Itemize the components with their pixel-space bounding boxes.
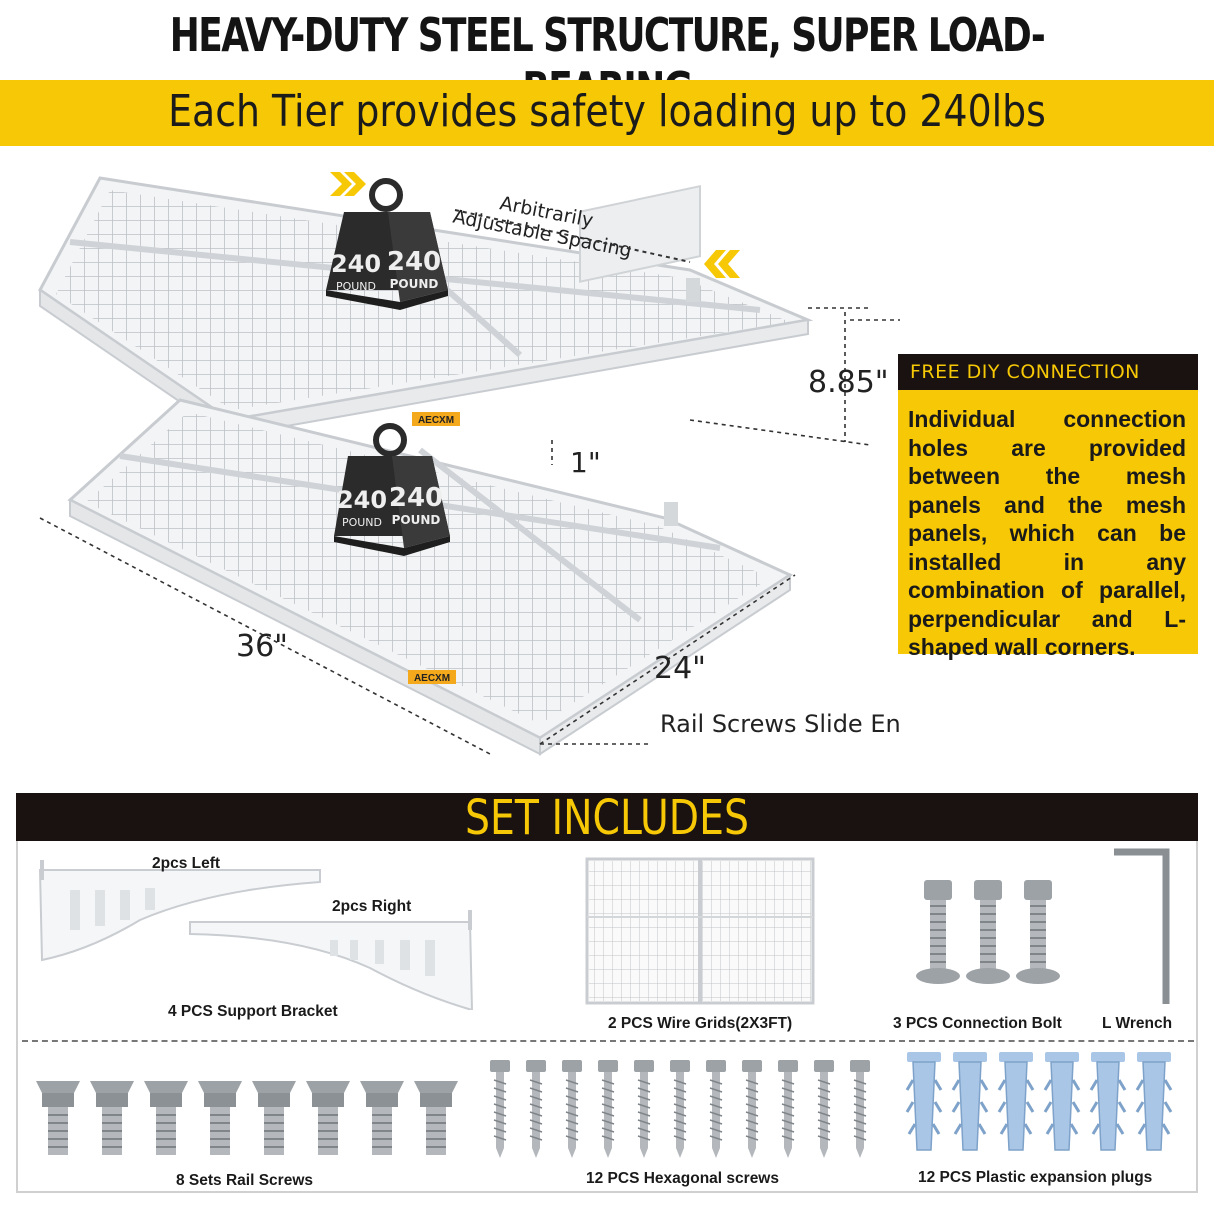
rail-screw-icon: [413, 1080, 459, 1156]
hex-screw-icon: [669, 1059, 691, 1159]
diy-body: Individual connection holes are provided…: [908, 406, 1186, 660]
bolt-icon: [966, 880, 1010, 984]
rail-screw-icon: [251, 1080, 297, 1156]
bracket-right-label: 2pcs Right: [332, 898, 412, 915]
svg-text:POUND: POUND: [392, 513, 441, 527]
chevron-left-icon: [704, 250, 740, 278]
rail-screw-icon: [143, 1080, 189, 1156]
chevron-right-icon: [330, 172, 366, 196]
expansion-plug-icon: [1089, 1050, 1127, 1152]
svg-text:240: 240: [331, 250, 381, 278]
svg-text:240: 240: [387, 247, 441, 277]
grids-label: 2 PCS Wire Grids(2X3FT): [608, 1015, 793, 1032]
bolt-icon: [1016, 880, 1060, 984]
expansion-plug-icon: [951, 1050, 989, 1152]
diy-panel: [898, 354, 1198, 654]
depth-label: 24": [654, 651, 706, 686]
rail-screw-icon: [89, 1080, 135, 1156]
weight-lower: 240 POUND 240 POUND: [334, 423, 450, 556]
l-wrench-icon: [1114, 848, 1170, 1004]
length-label: 36": [236, 629, 288, 664]
hex-screw-icon: [525, 1059, 547, 1159]
set-divider: [22, 1040, 1194, 1042]
dimension-lines: [39, 307, 900, 755]
wire-grid-illustration: [585, 857, 815, 1005]
svg-text:240: 240: [337, 486, 387, 514]
svg-text:POUND: POUND: [336, 280, 376, 293]
hex-screw-icon: [705, 1059, 727, 1159]
svg-text:AECXM: AECXM: [418, 415, 454, 426]
brand-tag-upper: AECXM: [412, 412, 460, 426]
hex-screw-icon: [561, 1059, 583, 1159]
diy-title: FREE DIY CONNECTION: [910, 361, 1140, 383]
bolt-icon: [916, 880, 960, 984]
diy-header: [898, 354, 1198, 390]
rail-screws-illustration: [36, 1080, 459, 1156]
bracket-left: [38, 860, 321, 962]
bolts-label: 3 PCS Connection Bolt: [893, 1015, 1062, 1032]
connection-bolt-illustration: [916, 880, 1060, 984]
hex-screw-icon: [741, 1059, 763, 1159]
rail-screw-icon: [197, 1080, 243, 1156]
bracket-left-label: 2pcs Left: [152, 855, 221, 872]
rack-illustration: AECXM AECXM 240 POUND 240 POUND 240 POUN…: [38, 172, 900, 756]
rail-screws-label: 8 Sets Rail Screws: [176, 1172, 313, 1189]
rail-note: Rail Screws Slide Entry: [660, 710, 900, 738]
set-includes-title: SET INCLUDES: [465, 790, 749, 846]
height-label: 8.85": [808, 365, 889, 400]
svg-text:POUND: POUND: [342, 516, 382, 529]
load-banner: [0, 80, 1214, 146]
expansion-plug-icon: [1135, 1050, 1173, 1152]
brand-tag-lower: AECXM: [408, 670, 456, 684]
svg-text:AECXM: AECXM: [414, 673, 450, 684]
support-bracket-illustration: [38, 860, 474, 1010]
hex-screw-icon: [849, 1059, 871, 1159]
plugs-label: 12 PCS Plastic expansion plugs: [918, 1169, 1153, 1186]
expansion-plug-icon: [905, 1052, 943, 1151]
expansion-plug-icon: [997, 1050, 1035, 1152]
hex-screws-illustration: [490, 1059, 871, 1159]
rail-screw-icon: [36, 1081, 80, 1155]
lower-shelf: [67, 398, 794, 756]
rail-screw-icon: [359, 1080, 405, 1156]
weight-upper: 240 POUND 240 POUND: [326, 178, 448, 310]
rail-screw-icon: [305, 1080, 351, 1156]
expansion-plugs-illustration: [905, 1050, 1173, 1152]
load-banner-text: Each Tier provides safety loading up to …: [168, 86, 1046, 137]
hex-screw-icon: [777, 1059, 799, 1159]
gap-label: 1": [570, 446, 601, 479]
hex-screw-icon: [490, 1060, 510, 1158]
hex-screw-icon: [597, 1059, 619, 1159]
hex-screws-label: 12 PCS Hexagonal screws: [586, 1170, 779, 1187]
svg-text:POUND: POUND: [390, 277, 439, 291]
expansion-plug-icon: [1043, 1050, 1081, 1152]
bracket-right: [189, 910, 474, 1010]
set-includes-header: [16, 793, 1198, 841]
bracket-label: 4 PCS Support Bracket: [168, 1003, 338, 1020]
hex-screw-icon: [813, 1059, 835, 1159]
hex-screw-icon: [633, 1059, 655, 1159]
wrench-label: L Wrench: [1102, 1015, 1173, 1032]
svg-text:240: 240: [389, 483, 443, 513]
